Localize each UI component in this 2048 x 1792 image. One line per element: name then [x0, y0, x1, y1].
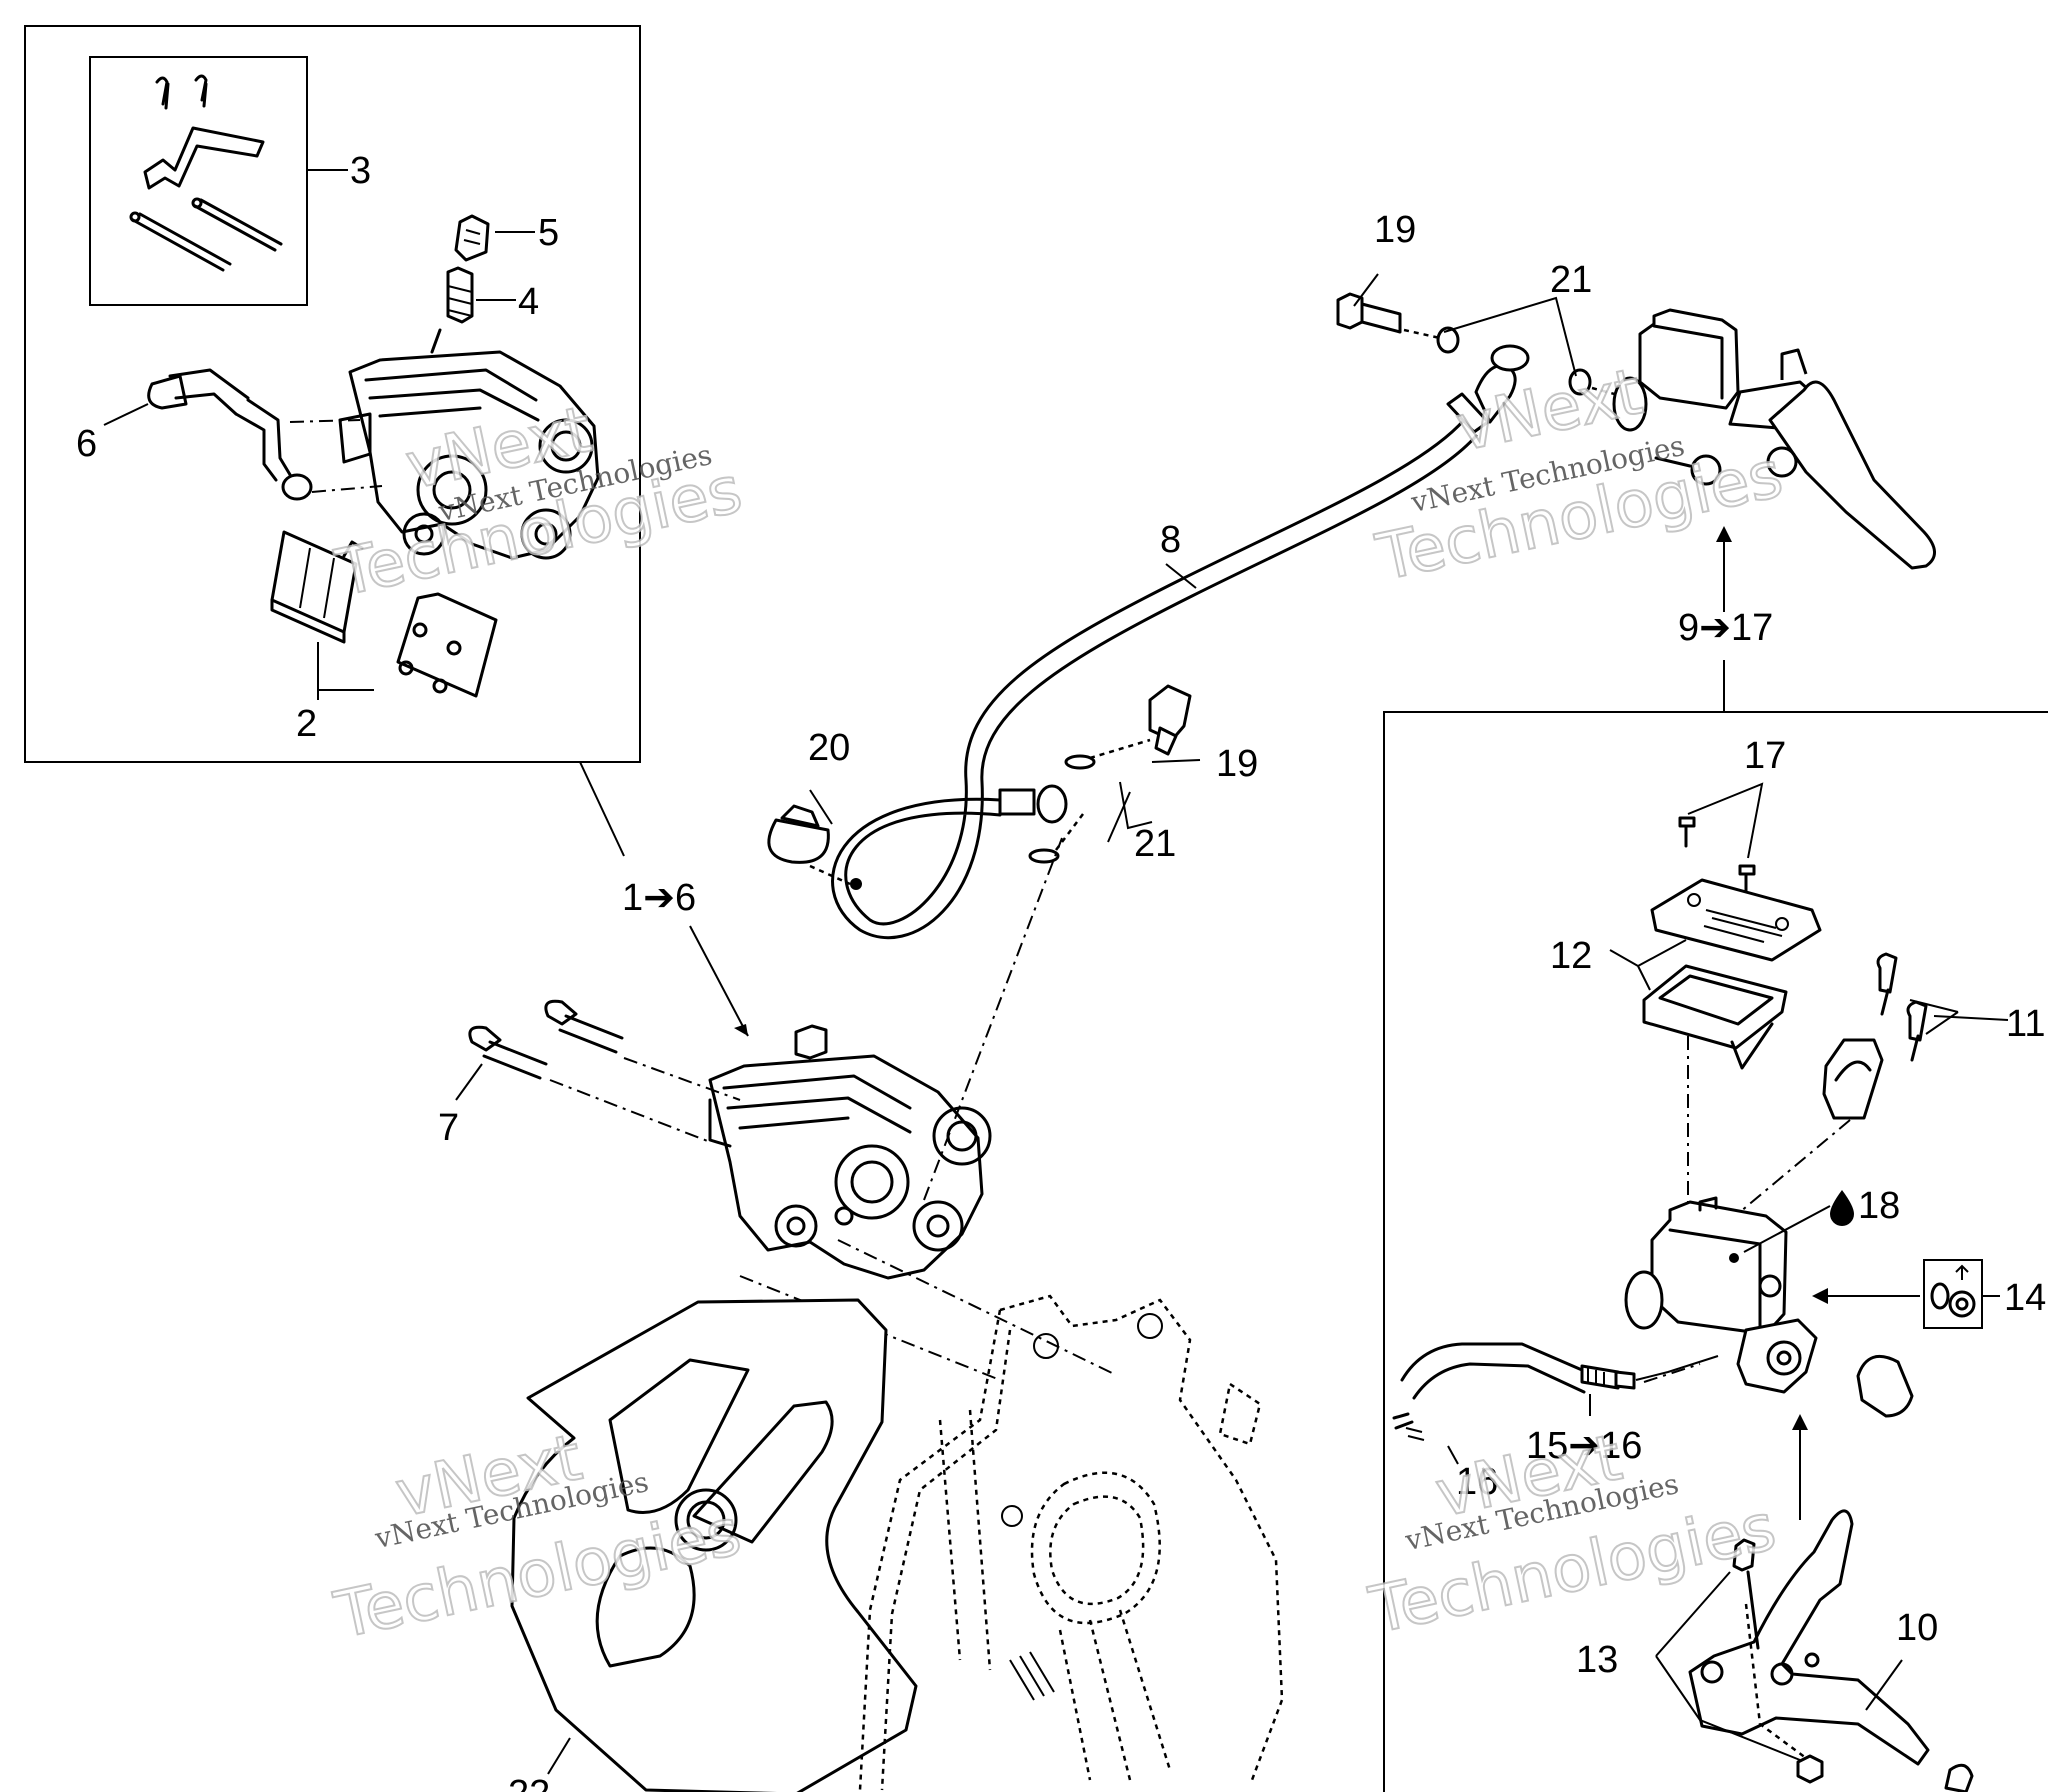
reservoir-diaphragm: [1642, 964, 1788, 1070]
washer-upper-a: [1436, 326, 1460, 354]
callout-3: 3: [350, 150, 371, 192]
callout-13: 13: [1576, 1639, 1618, 1681]
callout-8: 8: [1160, 519, 1181, 561]
callout-21-mid: 21: [1134, 823, 1176, 865]
brake-disc-guard: [510, 1298, 918, 1792]
callout-2: 2: [296, 703, 317, 745]
callout-11: 11: [2006, 1003, 2045, 1045]
callout-10: 10: [1896, 1607, 1938, 1649]
brake-hose-assembly: [831, 344, 1530, 940]
pin-kit-frame: [89, 56, 308, 306]
swingarm-housing: [858, 1294, 1284, 1791]
banjo-bolt-lower: [1148, 684, 1192, 756]
watermark-bottom-right: vNext vNext Technologies Technologies: [1362, 1420, 1783, 1650]
cover-screws: [1678, 782, 1764, 896]
banjo-bolt-upper: [1336, 292, 1402, 334]
caliper-bolt-a: [468, 1025, 548, 1080]
brake-lever: [1688, 1509, 1974, 1792]
callout-14: 14: [2004, 1277, 2046, 1319]
callout-1-6: 1➔6: [622, 877, 696, 919]
main-caliper: [708, 1024, 992, 1280]
callout-5: 5: [538, 212, 559, 254]
clamp-bracket: [1822, 1038, 1884, 1120]
master-cylinder-detail-panel: [1383, 711, 2048, 1792]
callout-17: 17: [1744, 735, 1786, 777]
callout-19-mid: 19: [1216, 743, 1258, 785]
callout-12: 12: [1550, 935, 1592, 977]
washer-lower-b: [1028, 848, 1060, 864]
bleeder-screw: [430, 266, 474, 354]
hose-clamp: [767, 804, 830, 864]
caliper-bolt-b: [544, 999, 624, 1054]
switch-wires: [1392, 1412, 1425, 1441]
brake-switch: [1400, 1342, 1719, 1400]
part-14-box: [1923, 1259, 1983, 1329]
callout-15-16: 15➔16: [1526, 1425, 1642, 1467]
callout-19-top: 19: [1374, 209, 1416, 251]
callout-18: 18: [1830, 1185, 1900, 1227]
washer-lower-a: [1064, 754, 1096, 770]
caliper-body-kit: [338, 350, 600, 560]
callout-7: 7: [438, 1107, 459, 1149]
pivot-nut: [1796, 1754, 1824, 1784]
callout-20: 20: [808, 727, 850, 769]
pivot-pin: [1732, 1538, 1760, 1650]
callout-16: 16: [1456, 1461, 1498, 1503]
washer-upper-b: [1568, 368, 1592, 396]
callout-9-17: 9➔17: [1678, 607, 1773, 649]
master-cylinder-body: [1624, 1196, 1818, 1394]
caliper-kit-panel: [24, 25, 641, 763]
brake-pad-rear: [396, 592, 498, 698]
bleeder-cap: [454, 214, 490, 262]
master-cylinder-assembly: [1612, 308, 1936, 570]
watermarks: vNext vNext Technologies Technologies vN…: [328, 354, 1790, 1654]
callout-22: 22: [508, 1773, 550, 1792]
caliper-kit-frame: [24, 25, 641, 763]
brake-line-kit: [147, 368, 383, 501]
svg-text:18: 18: [1858, 1185, 1900, 1227]
callout-21-top: 21: [1550, 259, 1592, 301]
dust-cap: [1856, 1354, 1914, 1418]
pin-kit-parts: [129, 74, 283, 272]
clamp-bolts: [1876, 952, 2009, 1062]
fluid-drop-icon: [1830, 1190, 1854, 1226]
reservoir-cover: [1650, 878, 1822, 962]
callout-6: 6: [76, 423, 97, 465]
brake-pad-front: [270, 530, 364, 644]
callout-labels: 3 5 4 6 2 1➔6 7 8 19 21 19 21 20 9➔17 17…: [76, 150, 2046, 1792]
callout-4: 4: [518, 281, 539, 323]
